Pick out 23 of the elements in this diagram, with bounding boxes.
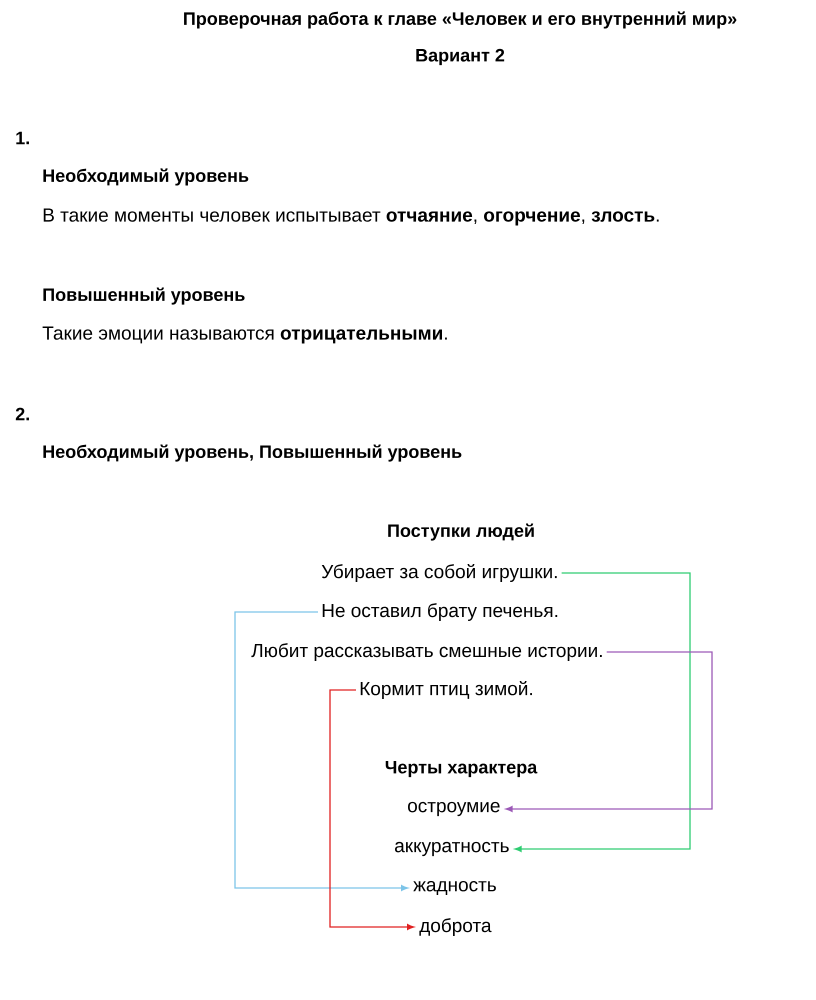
level-heading: Необходимый уровень [43,168,248,186]
trait-text: жадность [413,881,496,895]
arrow [234,611,408,891]
action-text: Любит рассказывать смешные истории. [251,643,602,661]
trait-text: остроумие [408,802,500,816]
trait-text: аккуратность [395,842,509,856]
answer-text: В такие моменты человек испытывает отчаяние, огорчение, злость. [44,208,659,226]
arrow [506,651,713,812]
column-heading: Черты характера [386,760,538,778]
column-heading: Поступки людей [388,523,534,541]
level-heading: Необходимый уровень, Повышенный уровень [43,444,462,462]
arrow [514,572,691,852]
answer-text: Такие эмоции называются отрицательными. [42,326,447,344]
subtitle: Вариант 2 [416,48,504,66]
action-text: Кормит птиц зимой. [360,680,532,700]
action-text: Не оставил брату печенья. [322,603,558,621]
arrow [329,689,414,930]
action-text: Убирает за собой игрушки. [322,564,557,582]
trait-text: доброта [419,918,492,936]
level-heading: Повышенный уровень [43,287,245,305]
item-number: 2. [16,408,29,420]
item-number: 1. [16,132,29,144]
title: Проверочная работа к главе «Человек и его внутренний мир» [184,11,736,29]
